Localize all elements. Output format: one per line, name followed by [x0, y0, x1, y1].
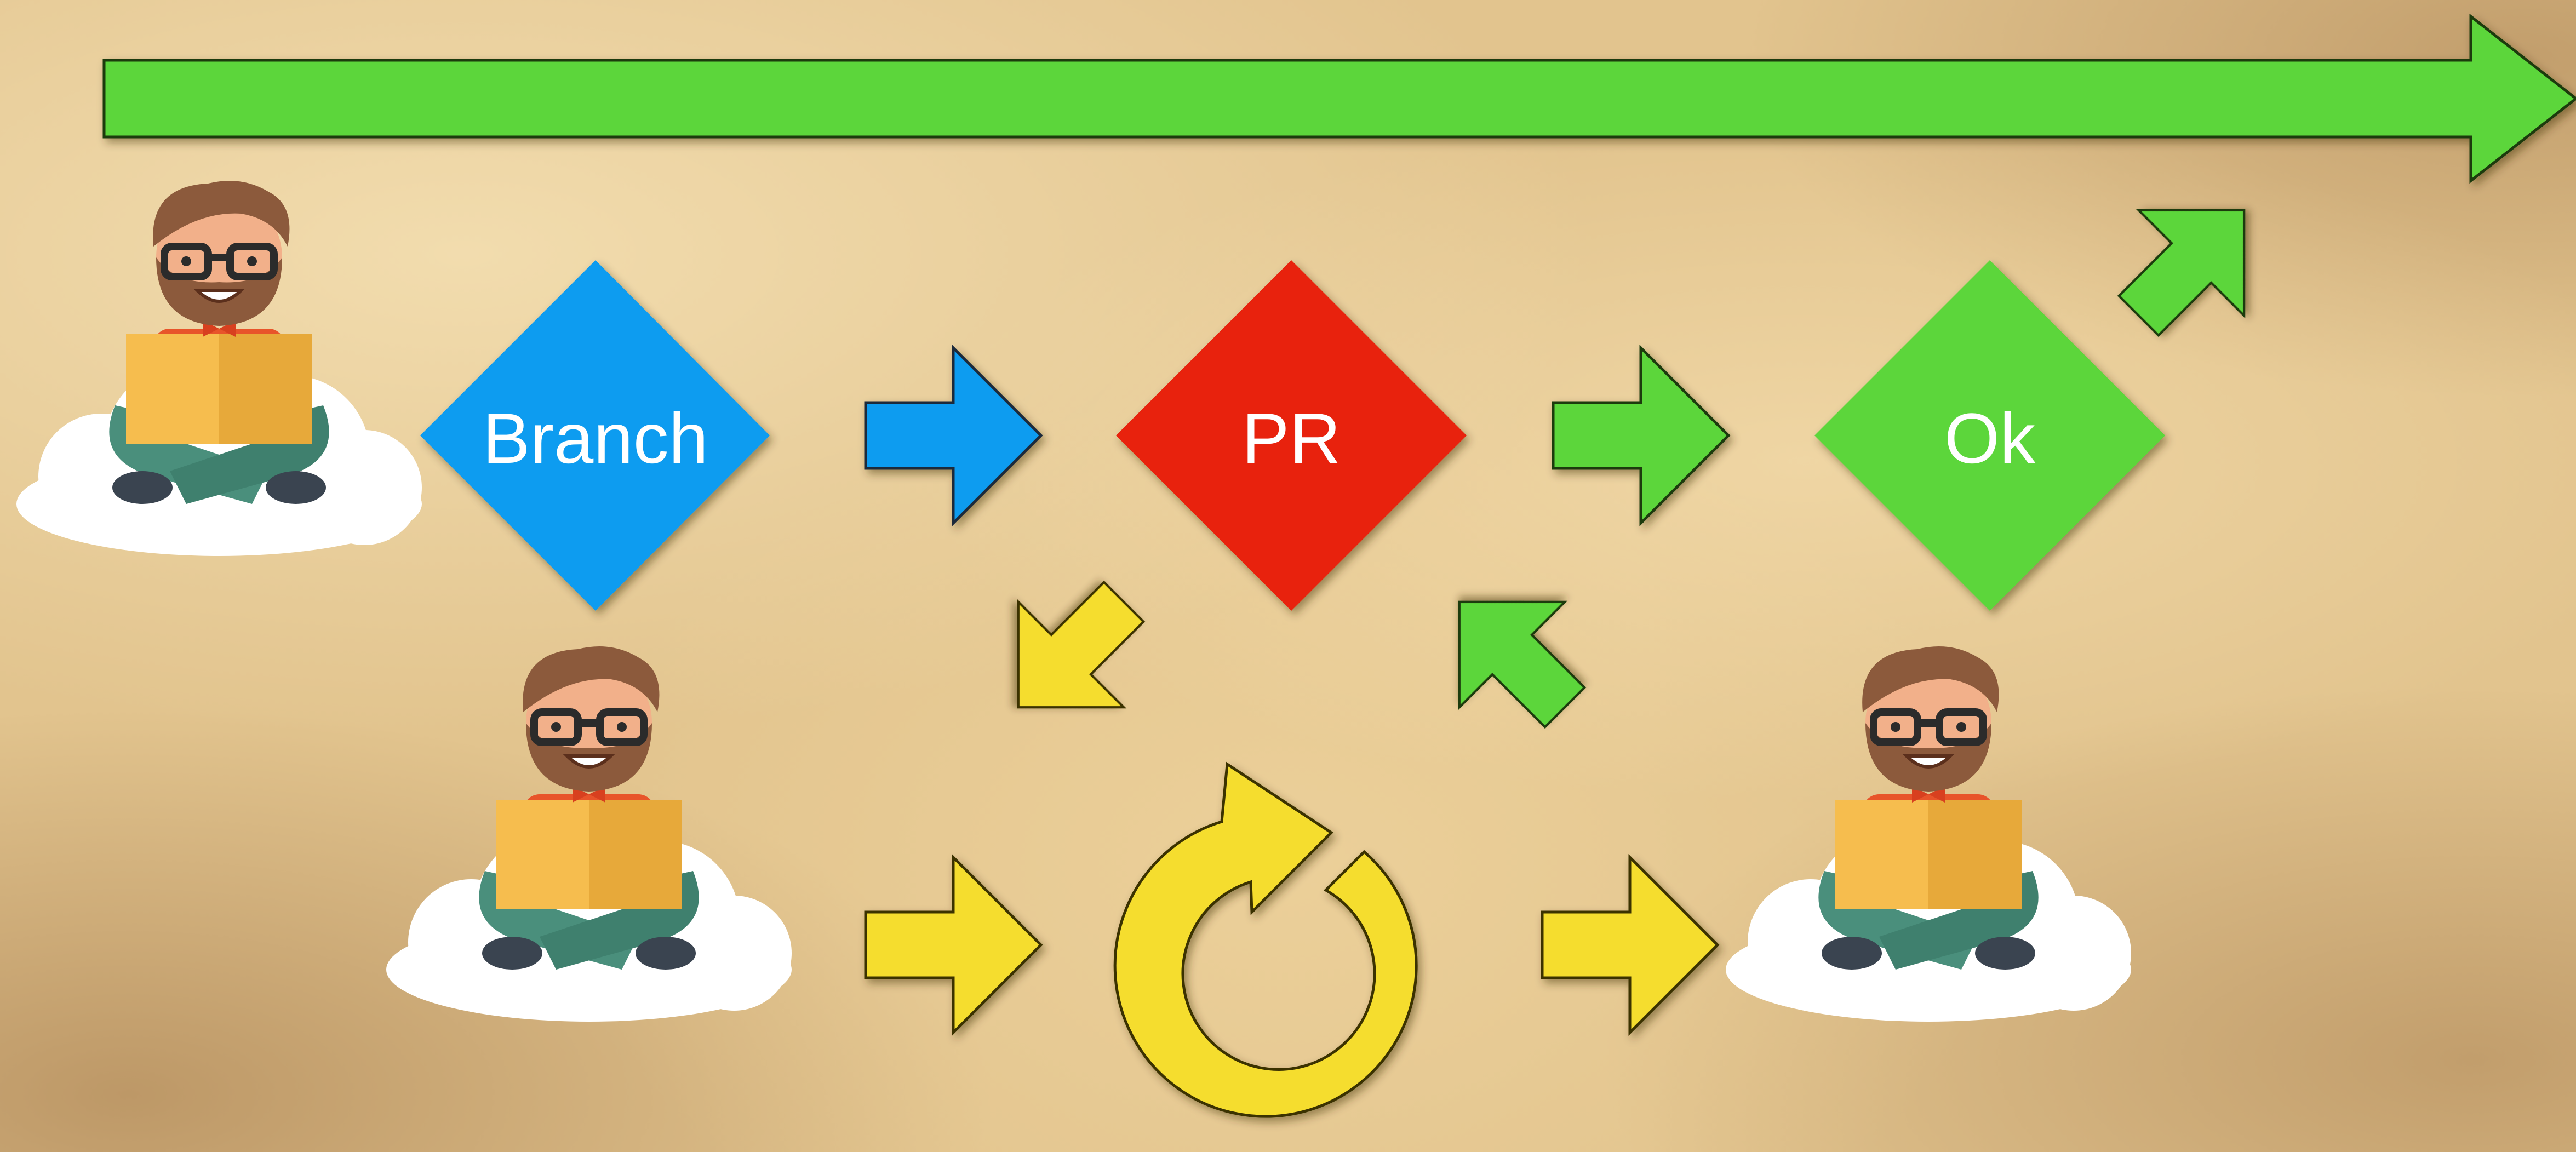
arrow-ok-to-timeline — [2086, 158, 2297, 369]
arrow-fix-to-done — [1542, 857, 1718, 1033]
arrow-pr-to-ok — [1553, 348, 1728, 523]
arrow-fix-back-to-pr — [1407, 549, 1618, 760]
refresh-cycle-icon — [1115, 764, 1416, 1116]
developer-avatar-done — [1726, 646, 2131, 1022]
branch-node: Branch — [420, 260, 770, 611]
arrow-review-to-fix — [866, 857, 1041, 1033]
timeline-arrow — [104, 16, 2576, 181]
arrow-pr-to-review — [966, 549, 1177, 760]
pr-label: PR — [1242, 398, 1341, 478]
pr-node: PR — [1116, 260, 1467, 611]
branch-label: Branch — [483, 398, 708, 478]
developer-avatar-review — [386, 646, 792, 1022]
developer-avatar-start — [16, 181, 422, 556]
ok-node: Ok — [1814, 260, 2165, 611]
arrow-branch-to-pr — [866, 348, 1041, 523]
ok-label: Ok — [1944, 398, 2036, 478]
